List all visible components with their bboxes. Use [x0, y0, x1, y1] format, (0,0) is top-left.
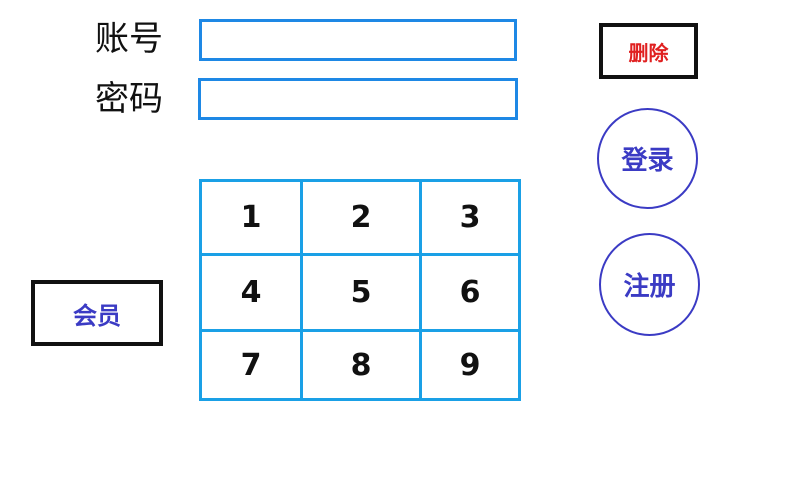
member-button-label: 会员 [73, 301, 121, 330]
numeric-keypad: 1 2 3 4 5 6 7 8 9 [199, 179, 521, 401]
account-input[interactable] [199, 19, 517, 61]
member-button[interactable]: 会员 [31, 280, 163, 346]
key-3-label: 3 [459, 200, 481, 235]
key-2[interactable]: 2 [300, 179, 422, 256]
key-7[interactable]: 7 [199, 329, 303, 401]
password-input[interactable] [198, 78, 518, 120]
register-button[interactable]: 注册 [599, 233, 700, 336]
key-5-label: 5 [350, 275, 372, 310]
key-2-label: 2 [350, 200, 372, 235]
key-5[interactable]: 5 [300, 253, 422, 332]
key-6[interactable]: 6 [419, 253, 521, 332]
delete-button[interactable]: 删除 [599, 23, 698, 79]
key-6-label: 6 [459, 275, 481, 310]
login-button[interactable]: 登录 [597, 108, 698, 209]
register-button-label: 注册 [623, 272, 676, 302]
key-3[interactable]: 3 [419, 179, 521, 256]
key-4-label: 4 [240, 275, 262, 310]
login-button-label: 登录 [621, 146, 674, 176]
key-1-label: 1 [240, 200, 262, 235]
delete-button-label: 删除 [628, 40, 669, 65]
key-1[interactable]: 1 [199, 179, 303, 256]
key-8[interactable]: 8 [300, 329, 422, 401]
password-label: 密码 [95, 79, 163, 119]
key-9-label: 9 [459, 347, 481, 383]
account-label: 账号 [95, 19, 163, 59]
key-9[interactable]: 9 [419, 329, 521, 401]
key-7-label: 7 [240, 347, 262, 383]
key-8-label: 8 [350, 347, 372, 383]
key-4[interactable]: 4 [199, 253, 303, 332]
